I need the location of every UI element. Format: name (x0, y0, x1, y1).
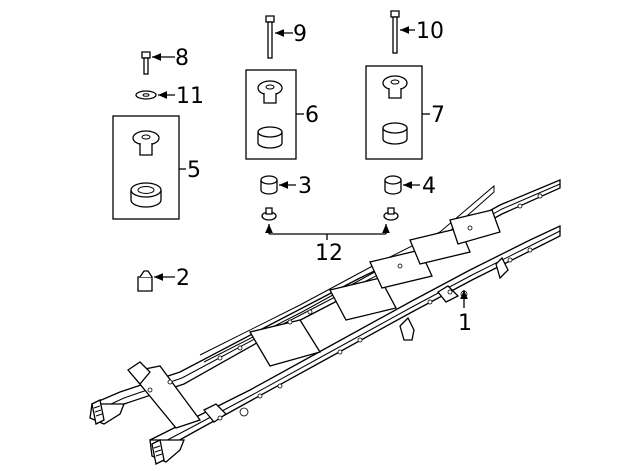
body-mount-insulator-upper-6 (257, 80, 283, 104)
body-mount-insulator-lower-7 (382, 122, 408, 145)
insulator-2 (137, 270, 153, 292)
callout-10: 10 (416, 19, 444, 44)
callout-1: 1 (458, 311, 472, 336)
callout-4: 4 (422, 174, 436, 199)
insulator-3 (260, 175, 278, 195)
bolt-8 (141, 51, 151, 75)
bolt-9 (265, 15, 275, 59)
callout-12: 12 (315, 241, 343, 266)
leader-lines (152, 26, 468, 308)
body-mount-insulator-upper-5 (132, 130, 160, 156)
callout-9: 9 (293, 22, 307, 47)
callout-2: 2 (176, 266, 190, 291)
callout-8: 8 (175, 46, 189, 71)
body-mount-insulator-lower-5 (130, 182, 162, 208)
washer-11 (135, 90, 157, 100)
callout-5: 5 (187, 158, 201, 183)
frame-assembly (89, 179, 561, 465)
box-callout-5 (112, 115, 180, 220)
callout-7: 7 (431, 103, 445, 128)
mount-bolt-12-right (383, 207, 399, 221)
body-mount-insulator-lower-6 (257, 126, 283, 149)
callout-6: 6 (305, 103, 319, 128)
bolt-10 (390, 10, 400, 54)
callout-3: 3 (298, 174, 312, 199)
mount-bolt-12-left (261, 207, 277, 221)
callout-11: 11 (176, 84, 204, 109)
body-mount-insulator-upper-7 (382, 75, 408, 99)
box-callout-7 (365, 65, 423, 160)
insulator-4 (384, 175, 402, 195)
